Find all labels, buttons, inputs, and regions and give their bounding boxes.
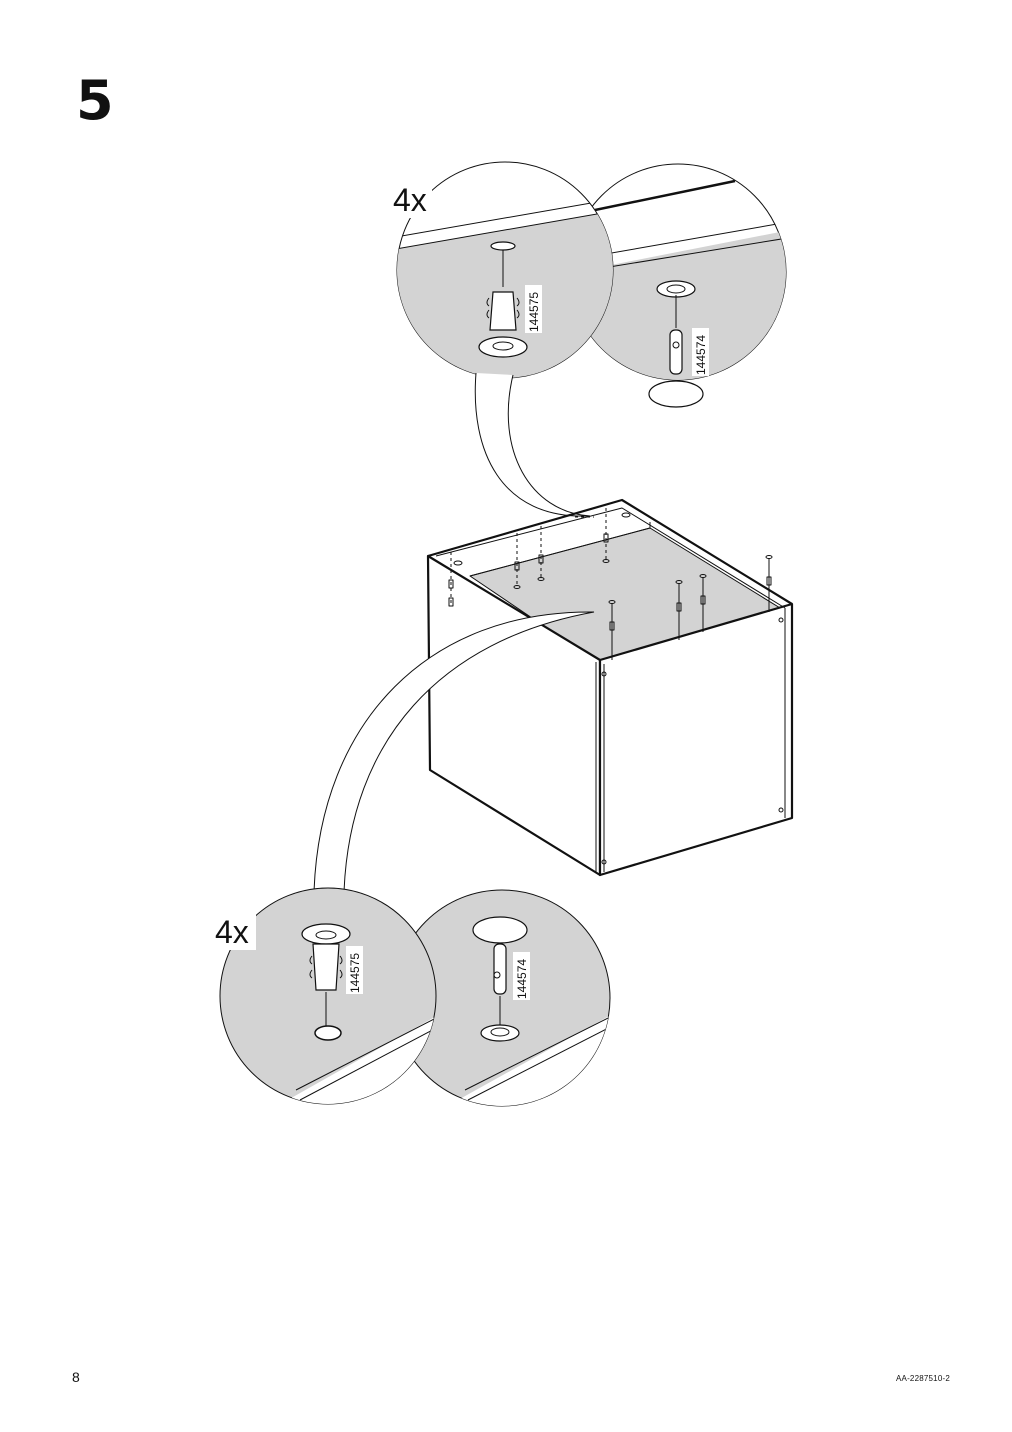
page-number: 8 bbox=[72, 1369, 80, 1385]
cam-lock-top-icon bbox=[648, 280, 704, 408]
detail-top-left-circle bbox=[396, 161, 614, 379]
document-code: AA-2287510-2 bbox=[896, 1374, 950, 1383]
cam-lock-bottom-icon bbox=[472, 916, 528, 1042]
part-number-bottom-left: 144575 bbox=[348, 953, 362, 993]
detail-bottom-left-circle bbox=[219, 887, 437, 1105]
part-number-bottom-right: 144574 bbox=[515, 959, 529, 999]
quantity-label-top: 4x bbox=[393, 182, 427, 218]
part-number-top-left: 144575 bbox=[527, 292, 541, 332]
detail-top: 4x 144575 144574 bbox=[392, 161, 787, 408]
detail-top-right-circle bbox=[569, 163, 787, 408]
detail-top-connector bbox=[474, 372, 591, 517]
dowel-anchor-bottom-icon bbox=[301, 923, 351, 1041]
quantity-label-bottom: 4x bbox=[215, 914, 249, 950]
detail-bottom: 4x 144575 144574 bbox=[214, 887, 611, 1107]
step-number: 5 bbox=[76, 69, 114, 132]
dowel-anchor-top-icon bbox=[478, 241, 528, 358]
cabinet bbox=[426, 498, 794, 877]
part-number-top-right: 144574 bbox=[694, 335, 708, 375]
